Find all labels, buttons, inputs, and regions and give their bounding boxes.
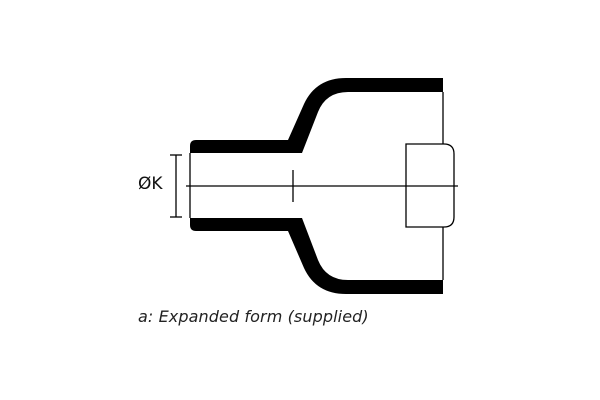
end-cap-insert <box>405 143 455 228</box>
bottom-wall <box>190 218 443 294</box>
figure-caption: a: Expanded form (supplied) <box>138 307 369 326</box>
top-wall <box>190 78 443 153</box>
diameter-label: ØK <box>138 174 163 194</box>
